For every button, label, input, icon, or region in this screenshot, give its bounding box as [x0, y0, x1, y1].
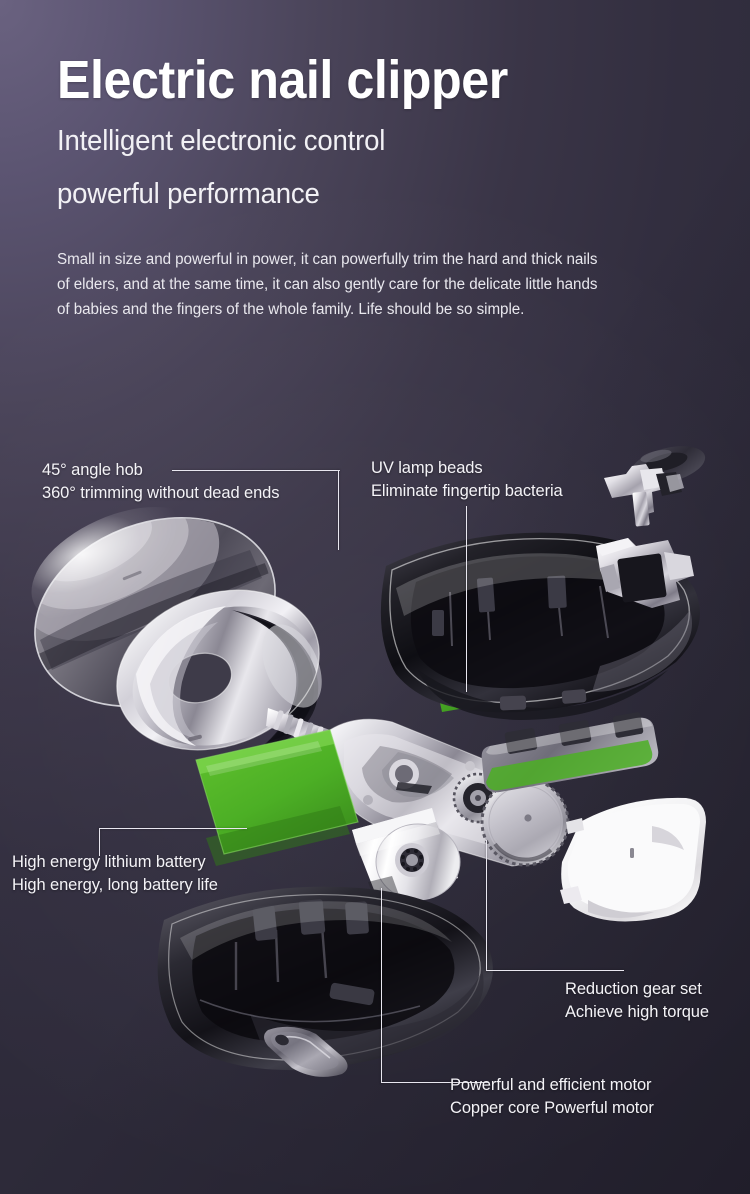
callout-angle-hob-line1: 45° angle hob: [42, 461, 143, 479]
translucent-clip: [264, 1026, 348, 1077]
leader-line-angle-hob: [172, 470, 342, 550]
copper-core-motor: [352, 808, 461, 904]
header-block: Electric nail clipper Intelligent electr…: [57, 50, 697, 323]
callout-gear-set-line2: Achieve high torque: [565, 1002, 709, 1021]
callout-angle-hob-line2: 360° trimming without dead ends: [42, 483, 280, 502]
callout-motor-line1: Powerful and efficient motor: [450, 1076, 652, 1094]
lithium-battery: [195, 729, 359, 866]
uv-lamp-bracket-parts: [596, 446, 706, 608]
callout-uv-lamp-line1: UV lamp beads: [371, 459, 483, 477]
product-exploded-view: [0, 430, 750, 1194]
callout-battery-line2: High energy, long battery life: [12, 875, 218, 894]
callout-uv-lamp: UV lamp beads Eliminate fingertip bacter…: [371, 457, 563, 503]
callout-motor-line2: Copper core Powerful motor: [450, 1098, 654, 1117]
page-title: Electric nail clipper: [57, 50, 508, 110]
subtitle-line-1: Intelligent electronic control: [57, 125, 386, 158]
callout-gear-set-line1: Reduction gear set: [565, 980, 702, 998]
leader-line-motor: [381, 888, 491, 1084]
callout-angle-hob: 45° angle hob 360° trimming without dead…: [42, 459, 279, 505]
angle-hob-assembly: [116, 589, 322, 751]
callout-battery: High energy lithium battery High energy,…: [12, 851, 218, 897]
leader-line-uv-lamp: [466, 506, 470, 692]
callout-uv-lamp-line2: Eliminate fingertip bacteria: [371, 481, 563, 500]
white-cover-panel: [560, 797, 706, 922]
leader-line-gear-set: [486, 840, 626, 972]
callout-gear-set: Reduction gear set Achieve high torque: [565, 978, 709, 1024]
lower-black-housing: [157, 886, 493, 1071]
callout-motor: Powerful and efficient motor Copper core…: [450, 1074, 654, 1120]
intro-paragraph: Small in size and powerful in power, it …: [57, 251, 598, 319]
callout-battery-line1: High energy lithium battery: [12, 853, 206, 871]
leader-line-battery: [99, 828, 249, 856]
subtitle-line-2: powerful performance: [57, 178, 320, 211]
side-bracket: [481, 712, 659, 793]
